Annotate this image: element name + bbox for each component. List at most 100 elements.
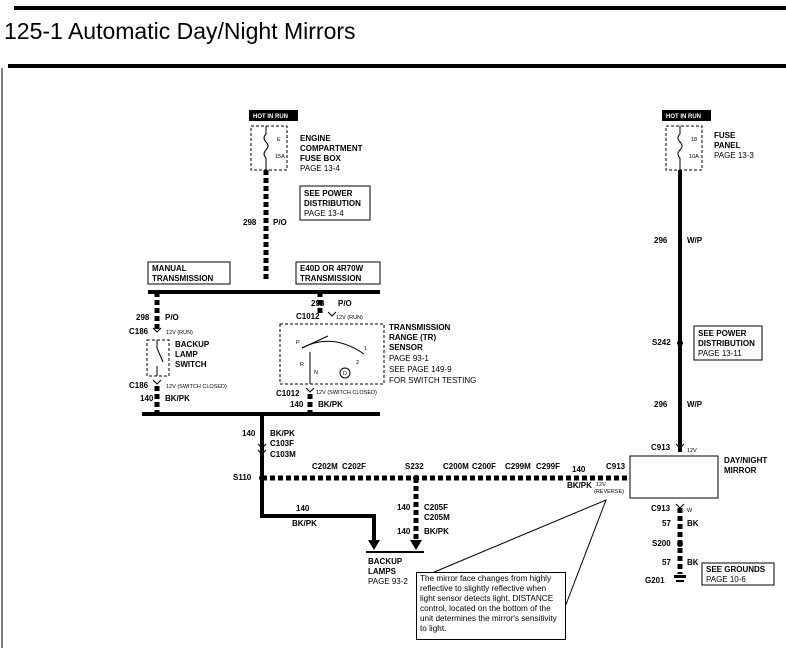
lamp-arrow-left (368, 540, 380, 550)
c200m: C200M (443, 462, 469, 471)
s242: S242 (652, 338, 671, 347)
tr-pos-r: R (300, 362, 304, 368)
wire-num-140-b: 140 (290, 400, 304, 409)
tr-label-1: TRANSMISSION (389, 323, 451, 332)
c202f: C202F (342, 462, 366, 471)
tr-sensor-box (279, 323, 385, 385)
c200f: C200F (472, 462, 496, 471)
wire-color-140-a: BK/PK (165, 394, 190, 403)
mirror-label-2: MIRROR (724, 466, 757, 475)
wire-color-57-b: BK (687, 558, 699, 567)
tr-label-6: FOR SWITCH TESTING (389, 376, 476, 385)
c205f: C205F (424, 503, 448, 512)
c299f: C299F (536, 462, 560, 471)
backup-switch-box (146, 339, 170, 377)
manual-label-1: MANUAL (152, 264, 187, 273)
tr-sensor-wiper (301, 335, 329, 349)
c1012-closed-pin: 12V (SWITCH CLOSED) (316, 390, 377, 396)
c913-w-pin: W (687, 508, 693, 514)
wire-num-140-d: 140 (572, 465, 586, 474)
see-power-left-3: PAGE 13-4 (304, 209, 344, 218)
backup-switch-3: SWITCH (175, 360, 207, 369)
wire-140-to-lamps (260, 478, 376, 544)
wire-num-140-g: 140 (397, 527, 411, 536)
wire-num-140-e: 140 (296, 504, 310, 513)
hot-in-run-right: HOT IN RUN (666, 114, 701, 120)
tr-pos-1: 1 (364, 346, 367, 352)
wire-num-140-a: 140 (140, 394, 154, 403)
s232: S232 (405, 462, 424, 471)
c913-12v-top: 12V (687, 448, 697, 454)
wire-num-298-b: 298 (136, 313, 150, 322)
see-power-left-2: DISTRIBUTION (304, 199, 361, 208)
backup-lamps-2: LAMPS (368, 567, 397, 576)
c103m: C103M (270, 450, 296, 459)
c913-right-in: C913 (606, 462, 626, 471)
wire-color-296-a: W/P (687, 236, 703, 245)
backup-lamps-3: PAGE 93-2 (368, 577, 408, 586)
e40d-label-2: TRANSMISSION (300, 274, 362, 283)
top-rule (14, 6, 786, 10)
wire-color-140-g: BK/PK (424, 527, 449, 536)
fuse-right-amp: 10A (689, 154, 699, 160)
c202m: C202M (312, 462, 338, 471)
see-power-left-1: SEE POWER (304, 189, 353, 198)
fuse-left-amp: 15A (275, 154, 285, 160)
wire-color-296-b: W/P (687, 400, 703, 409)
c1012-bottom: C1012 (276, 389, 300, 398)
s200: S200 (652, 539, 671, 548)
c186-run-pin: 12V (RUN) (166, 330, 193, 336)
see-power-right-3: PAGE 13-11 (698, 349, 742, 358)
c913-12v-bus: 12V (596, 482, 606, 488)
tr-overdrive-icon (339, 367, 351, 379)
c186-bottom-connector (152, 379, 162, 385)
manual-label-2: TRANSMISSION (152, 274, 214, 283)
see-power-box-right (693, 325, 763, 361)
fuse-box-label: FUSE BOX (300, 154, 342, 163)
c913-top: C913 (651, 443, 671, 452)
c186-bottom: C186 (129, 381, 149, 390)
note-leader (419, 499, 607, 621)
tr-label-2: RANGE (TR) (389, 333, 436, 342)
c913-top-connector (675, 443, 685, 449)
mirror-label-1: DAY/NIGHT (724, 456, 767, 465)
page-title: 125-1 Automatic Day/Night Mirrors (4, 18, 356, 44)
s242-dot (677, 340, 683, 346)
fuse-box-left (250, 125, 288, 171)
fuse-element-right (677, 126, 683, 170)
tr-pos-n: N (314, 370, 318, 376)
c1012-bottom-connector (305, 387, 315, 393)
fuse-panel-2: PANEL (714, 141, 741, 150)
c186-closed-pin: 12V (SWITCH CLOSED) (166, 384, 227, 390)
e40d-label-1: E40D OR 4R70W (300, 264, 364, 273)
fuse-right-num: 18 (691, 137, 697, 143)
wire-num-298-c: 298 (311, 299, 325, 308)
manual-box (147, 261, 231, 285)
fuse-element-left (263, 126, 269, 170)
c186-top: C186 (129, 327, 149, 336)
backup-switch-1: BACKUP (175, 340, 210, 349)
c913-reverse: (REVERSE) (594, 489, 624, 495)
tr-pos-d: D (343, 371, 347, 377)
wire-num-57-b: 57 (662, 558, 671, 567)
c913-bottom: C913 (651, 504, 671, 513)
wire-num-298-a: 298 (243, 218, 257, 227)
compartment-label: COMPARTMENT (300, 144, 363, 153)
wire-color-140-c: BK/PK (270, 429, 295, 438)
fuse-panel-right (665, 125, 703, 171)
fuse-left-num: E (277, 137, 281, 143)
see-power-right-2: DISTRIBUTION (698, 339, 755, 348)
mirror-note: The mirror face changes from highly refl… (416, 572, 566, 640)
backup-lamps-1: BACKUP (368, 557, 403, 566)
title-rule (8, 64, 786, 68)
fuse-panel-3: PAGE 13-3 (714, 151, 754, 160)
day-night-mirror-box (629, 455, 719, 499)
wire-color-298-b: P/O (165, 313, 179, 322)
see-grounds-2: PAGE 10-6 (706, 575, 746, 584)
c103-connector (257, 443, 267, 455)
see-grounds-1: SEE GROUNDS (706, 565, 766, 574)
lamp-arrow-right (410, 540, 422, 550)
wire-color-298-c: P/O (338, 299, 352, 308)
tr-pos-p: P (296, 340, 300, 346)
